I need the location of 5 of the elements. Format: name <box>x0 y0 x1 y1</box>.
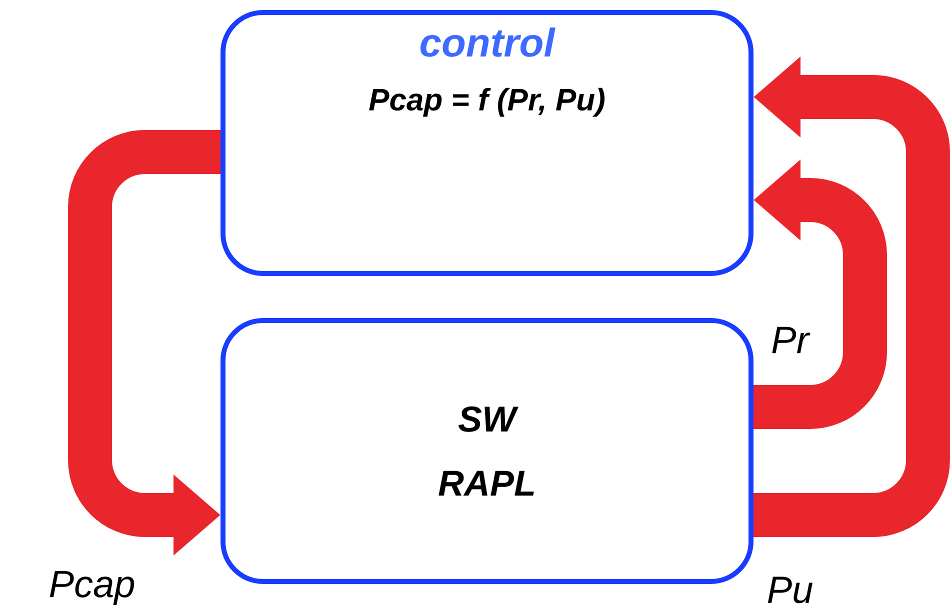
edge-label: Pu <box>768 576 812 604</box>
process-box: SW RAPL <box>220 318 754 584</box>
edge-label: Pr <box>772 326 810 354</box>
edge-label: Pcap <box>50 570 134 605</box>
process-box: control Pcap = f (Pr, Pu) <box>220 10 754 276</box>
